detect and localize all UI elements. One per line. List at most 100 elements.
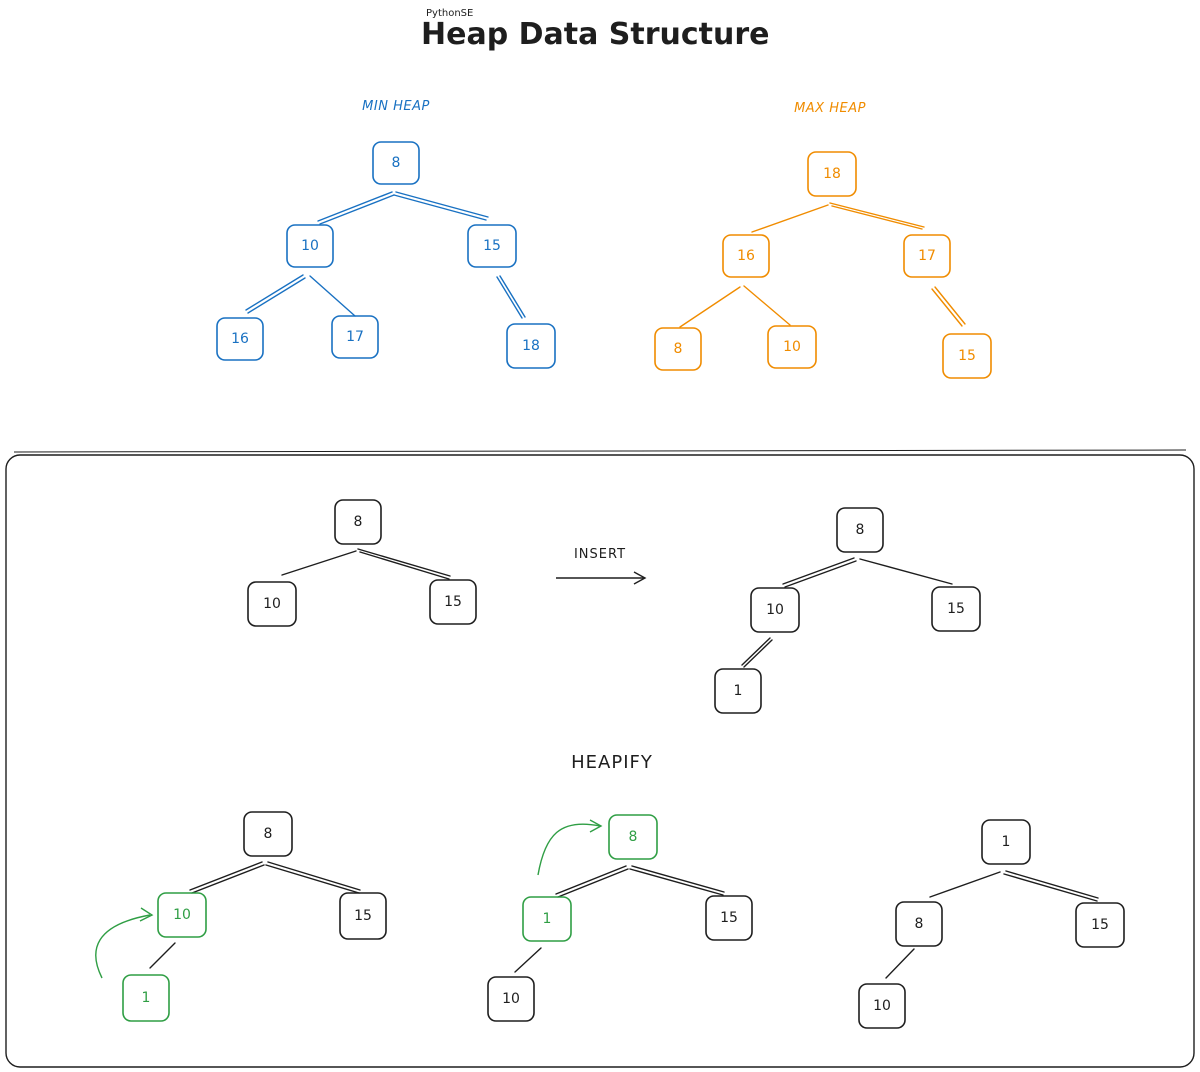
tree-node: 8	[334, 499, 382, 545]
tree-node: 10	[487, 976, 535, 1022]
tree-edge	[741, 637, 773, 668]
tree-edge	[629, 865, 725, 896]
max-heap-node: 18	[807, 151, 857, 197]
svg-text:18: 18	[823, 166, 841, 182]
svg-text:1: 1	[543, 911, 552, 927]
svg-text:8: 8	[915, 916, 924, 932]
max-heap-edge	[743, 285, 791, 326]
insert-before-tree: 8 10 15	[247, 499, 477, 627]
max-heap-label: MAX HEAP	[794, 101, 866, 116]
svg-text:1: 1	[734, 683, 743, 699]
svg-text:16: 16	[231, 331, 249, 347]
svg-text:17: 17	[346, 329, 364, 345]
max-heap-node: 10	[767, 325, 817, 369]
tree-node: 8	[895, 901, 943, 947]
tree-edge	[281, 550, 357, 576]
swap-arrow-icon	[95, 907, 154, 979]
tree-node: 10	[858, 983, 906, 1029]
svg-text:10: 10	[783, 339, 801, 355]
min-heap: MIN HEAP 8 10 15 16 17 18	[216, 99, 556, 369]
tree-node: 1	[714, 668, 762, 714]
svg-text:17: 17	[918, 248, 936, 264]
svg-text:10: 10	[301, 238, 319, 254]
insert-label: INSERT	[574, 547, 626, 562]
min-heap-node: 15	[467, 224, 517, 268]
tree-node-highlighted: 1	[522, 896, 572, 942]
svg-text:16: 16	[737, 248, 755, 264]
max-heap-node: 16	[722, 234, 770, 278]
brand-label: PythonSE	[426, 8, 473, 19]
swap-arrow-icon	[537, 819, 603, 876]
min-heap-node: 16	[216, 317, 264, 361]
min-heap-edge	[496, 275, 526, 319]
svg-text:8: 8	[354, 514, 363, 530]
heapify-step2-tree: 8 1 15 10	[487, 814, 753, 1022]
tree-edge	[1003, 870, 1099, 902]
tree-node-highlighted: 8	[608, 814, 658, 860]
min-heap-edge	[393, 191, 489, 221]
max-heap-edge	[679, 286, 741, 328]
min-heap-node: 8	[372, 141, 420, 185]
tree-edge	[357, 548, 451, 580]
tree-node: 1	[981, 819, 1031, 865]
tree-edge	[555, 865, 629, 898]
svg-text:10: 10	[502, 991, 520, 1007]
tree-edge	[514, 947, 542, 973]
min-heap-node: 18	[506, 323, 556, 369]
tree-node: 10	[750, 587, 800, 633]
svg-text:8: 8	[264, 826, 273, 842]
tree-edge	[885, 948, 915, 979]
svg-text:18: 18	[522, 338, 540, 354]
heapify-step3-tree: 1 8 15 10	[858, 819, 1125, 1029]
heapify-step1-tree: 8 10 15 1	[95, 811, 387, 1022]
tree-node: 8	[836, 507, 884, 553]
svg-text:8: 8	[856, 522, 865, 538]
tree-edge	[782, 557, 857, 588]
insert-after-tree: 8 10 15 1	[714, 507, 981, 714]
tree-edge	[189, 861, 265, 894]
tree-node-highlighted: 10	[157, 892, 207, 938]
tree-edge	[149, 942, 176, 969]
svg-text:15: 15	[483, 238, 501, 254]
page-title: Heap Data Structure	[421, 17, 770, 52]
max-heap-edge	[751, 204, 829, 233]
max-heap: MAX HEAP 18 16 17 8 10 15	[654, 101, 992, 379]
tree-node: 15	[705, 895, 753, 941]
svg-text:15: 15	[444, 594, 462, 610]
min-heap-edge	[317, 191, 395, 225]
svg-text:8: 8	[629, 829, 638, 845]
tree-node: 15	[339, 892, 387, 940]
tree-node: 15	[429, 579, 477, 625]
tree-node: 8	[243, 811, 293, 857]
svg-text:15: 15	[354, 908, 372, 924]
insert-arrow	[556, 571, 647, 585]
tree-edge	[859, 558, 953, 585]
min-heap-node: 17	[331, 315, 379, 359]
heapify-label: HEAPIFY	[571, 752, 653, 773]
max-heap-edge	[931, 286, 966, 327]
min-heap-node: 10	[286, 224, 334, 268]
svg-text:1: 1	[1002, 834, 1011, 850]
svg-text:8: 8	[392, 155, 401, 171]
svg-text:15: 15	[1091, 917, 1109, 933]
svg-text:15: 15	[720, 910, 738, 926]
operations-panel	[5, 449, 1195, 1068]
max-heap-node: 15	[942, 333, 992, 379]
tree-node: 10	[247, 581, 297, 627]
tree-node-highlighted: 1	[122, 974, 170, 1022]
svg-text:15: 15	[958, 348, 976, 364]
svg-text:1: 1	[142, 990, 151, 1006]
svg-text:10: 10	[766, 602, 784, 618]
svg-text:8: 8	[674, 341, 683, 357]
svg-text:10: 10	[263, 596, 281, 612]
max-heap-edge	[829, 202, 925, 230]
tree-node: 15	[1075, 902, 1125, 948]
max-heap-node: 17	[903, 234, 951, 278]
svg-text:10: 10	[173, 907, 191, 923]
tree-edge	[929, 871, 1001, 898]
max-heap-node: 8	[654, 327, 702, 371]
min-heap-edge	[245, 274, 306, 314]
svg-text:10: 10	[873, 998, 891, 1014]
svg-text:15: 15	[947, 601, 965, 617]
